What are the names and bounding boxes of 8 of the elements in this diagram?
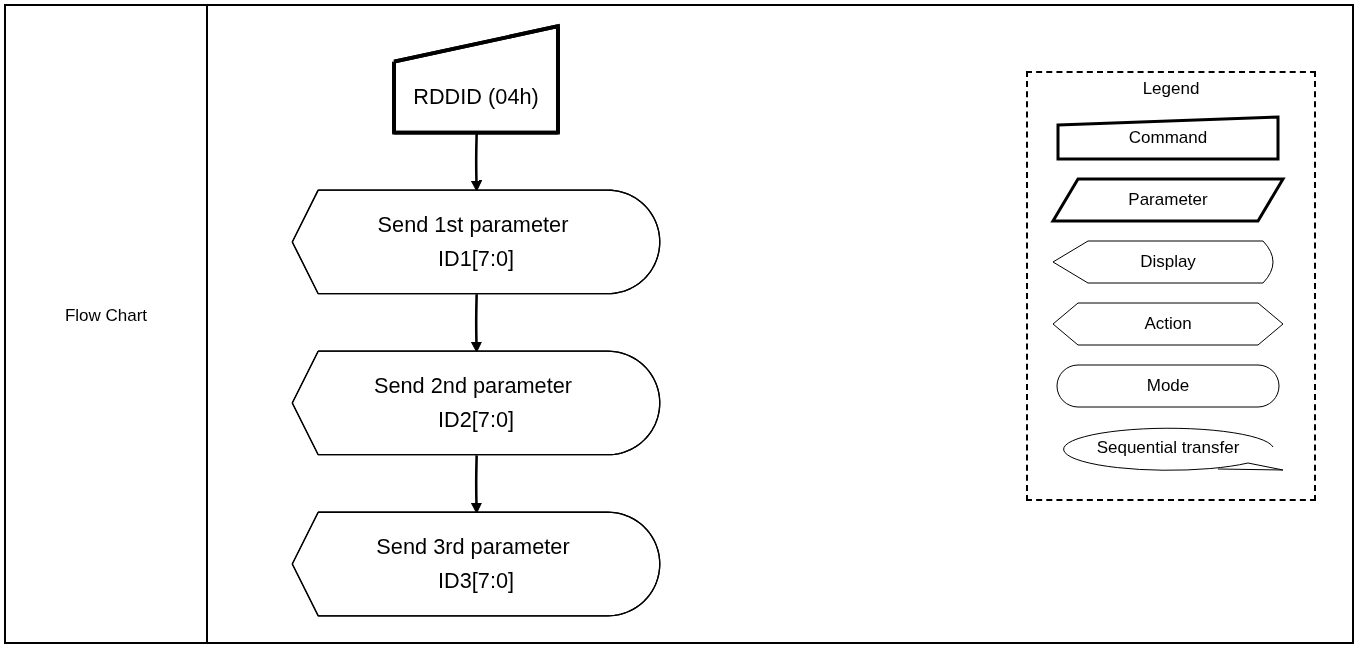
legend-text: Display <box>1139 252 1197 272</box>
legend-title: Legend <box>1141 79 1201 99</box>
legend-text: Command <box>1127 128 1209 148</box>
legend-text: Sequential transfer <box>1095 438 1241 458</box>
legend-text: Mode <box>1145 376 1191 396</box>
legend-text: Parameter <box>1127 190 1209 210</box>
legend-text: Action <box>1143 314 1193 334</box>
row-label: Flow Chart <box>63 306 149 326</box>
